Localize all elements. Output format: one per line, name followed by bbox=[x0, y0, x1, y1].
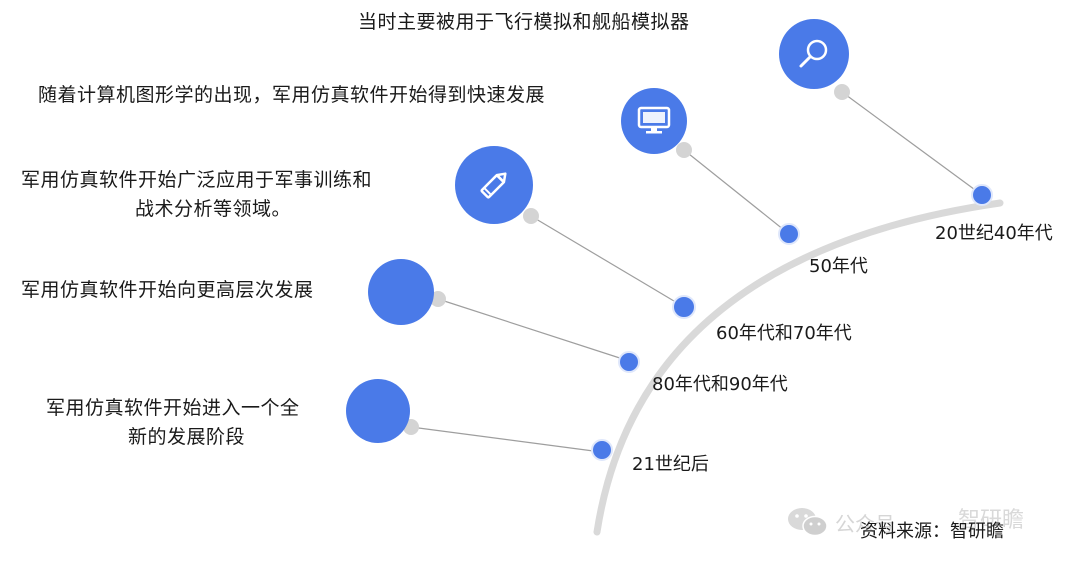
pencil-icon bbox=[455, 146, 533, 224]
connector-line-2 bbox=[683, 149, 790, 235]
era-label-2: 50年代 bbox=[809, 256, 868, 277]
connector-knob-1 bbox=[834, 84, 850, 100]
connector-line-5 bbox=[410, 426, 602, 453]
connector-knob-4 bbox=[430, 291, 446, 307]
blank-icon-1 bbox=[368, 259, 434, 325]
milestone-5-text-line1: 军用仿真软件开始进入一个全 bbox=[46, 397, 300, 419]
connector-line-1 bbox=[841, 91, 983, 196]
connector-line-4 bbox=[437, 298, 630, 362]
connector-knob-2 bbox=[676, 142, 692, 158]
timeline-dot-4 bbox=[618, 351, 640, 373]
timeline-dot-1 bbox=[971, 184, 993, 206]
connector-knob-3 bbox=[523, 208, 539, 224]
timeline-dot-2 bbox=[778, 223, 800, 245]
milestone-5-text-line2: 新的发展阶段 bbox=[128, 426, 246, 448]
timeline-dot-3 bbox=[672, 295, 696, 319]
search-icon bbox=[779, 19, 849, 89]
era-label-4: 80年代和90年代 bbox=[652, 374, 788, 395]
blank-icon-2 bbox=[346, 379, 410, 443]
milestone-1-text: 当时主要被用于飞行模拟和舰船模拟器 bbox=[358, 11, 690, 33]
connector-line-3 bbox=[530, 215, 685, 308]
milestone-3-text-line2: 战术分析等领域。 bbox=[135, 198, 292, 220]
source-label: 资料来源：智研瞻 bbox=[860, 521, 1004, 542]
era-label-1: 20世纪40年代 bbox=[935, 223, 1053, 244]
milestone-4-text: 军用仿真软件开始向更高层次发展 bbox=[21, 279, 314, 301]
timeline-dot-5 bbox=[591, 439, 613, 461]
monitor-icon bbox=[621, 88, 687, 154]
watermark-right-text: 智研瞻 bbox=[958, 508, 1025, 533]
wechat-logo-icon bbox=[788, 508, 828, 537]
watermark-left-text: 公众号 bbox=[835, 512, 895, 536]
era-label-5: 21世纪后 bbox=[632, 454, 709, 475]
milestone-3-text-line1: 军用仿真软件开始广泛应用于军事训练和 bbox=[21, 169, 373, 191]
era-label-3: 60年代和70年代 bbox=[716, 323, 852, 344]
milestone-2-text: 随着计算机图形学的出现，军用仿真软件开始得到快速发展 bbox=[38, 84, 546, 106]
timeline-arc bbox=[593, 199, 1004, 536]
